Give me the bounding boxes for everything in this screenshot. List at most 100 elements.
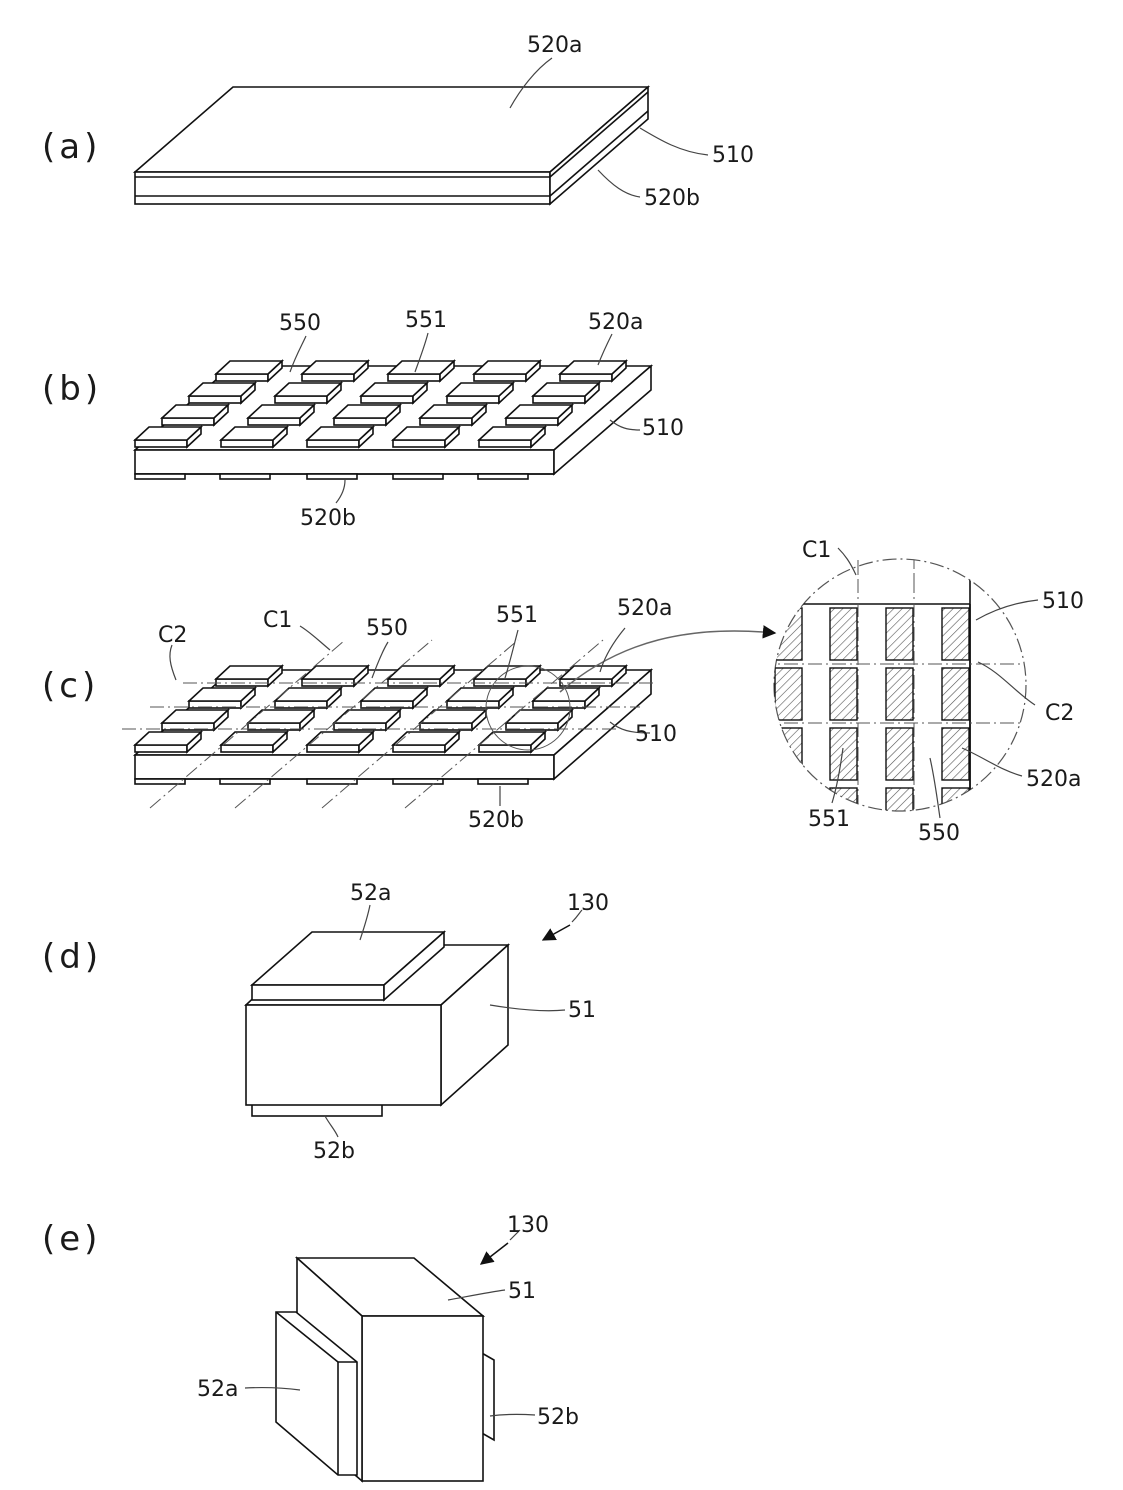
detail-electrode	[941, 727, 970, 781]
panel-d-label: (d)	[42, 937, 102, 977]
detail-electrode	[774, 787, 803, 811]
label-520b: 520b	[300, 506, 356, 531]
detail-view	[773, 558, 1027, 812]
panel-a: (a) 520a 510 520b	[42, 33, 754, 211]
top-electrode-pad	[417, 403, 489, 427]
chip-device-upright	[244, 930, 511, 1117]
label-510: 510	[712, 143, 754, 168]
panel-c-label: (c)	[42, 666, 99, 706]
top-electrode-pad	[299, 359, 371, 383]
detail-label-520a: 520a	[1026, 767, 1081, 792]
top-electrode-pad	[272, 381, 344, 405]
detail-electrode	[941, 607, 970, 661]
label-520b: 520b	[468, 808, 524, 833]
top-electrode-pad	[213, 359, 285, 383]
detail-label-c1: C1	[802, 538, 831, 563]
top-electrode-pad	[245, 708, 317, 732]
cutting-lines-c2	[122, 682, 655, 730]
laminated-sheet	[132, 85, 651, 206]
panel-d: (d) 52a 130 51 52b	[42, 881, 609, 1164]
core-side-face	[553, 364, 652, 476]
top-electrode-pad	[358, 381, 430, 405]
top-electrode-pad	[304, 425, 376, 449]
top-electrode-pad	[390, 425, 462, 449]
detail-label-550: 550	[918, 821, 960, 846]
label-551: 551	[405, 308, 447, 333]
detail-electrode	[941, 667, 970, 721]
detail-electrode	[829, 667, 858, 721]
cutting-lines-c1	[149, 639, 604, 809]
top-electrode-pad	[471, 359, 543, 383]
core-side-face	[553, 668, 652, 781]
top-electrode-pad	[272, 686, 344, 710]
label-551: 551	[496, 603, 538, 628]
top-electrode-pad	[132, 425, 204, 449]
label-520b: 520b	[644, 186, 700, 211]
label-130: 130	[567, 891, 609, 916]
detail-electrode	[885, 727, 914, 781]
top-electrode-pad	[390, 730, 462, 754]
top-electrode-pad	[186, 686, 258, 710]
label-51: 51	[508, 1279, 536, 1304]
chip-device-sideways	[275, 1256, 495, 1483]
label-520a: 520a	[527, 33, 582, 58]
label-51: 51	[568, 998, 596, 1023]
sheet-with-cutting-lines	[122, 639, 655, 809]
top-electrode-pad	[331, 403, 403, 427]
top-electrode-pad	[444, 686, 516, 710]
top-electrode-pad	[159, 708, 231, 732]
label-520a: 520a	[588, 310, 643, 335]
detail-electrode	[774, 667, 803, 721]
top-electrode-pad	[159, 403, 231, 427]
detail-arrow	[559, 625, 777, 693]
label-550: 550	[279, 311, 321, 336]
label-52b: 52b	[537, 1405, 579, 1430]
body-front-face	[245, 1004, 442, 1106]
label-52a: 52a	[197, 1377, 238, 1402]
top-electrode-pad	[245, 403, 317, 427]
panel-e: (e) 130 51 52a 52b	[42, 1213, 579, 1483]
label-510: 510	[642, 416, 684, 441]
detail-marker-circle	[485, 665, 571, 751]
top-electrode-pad	[530, 381, 602, 405]
detail-label-c2: C2	[1045, 701, 1074, 726]
top-electrode-pad	[385, 664, 457, 688]
detail-electrode	[885, 787, 914, 811]
device-pointer-arrow	[479, 1242, 509, 1265]
detail-electrode	[885, 607, 914, 661]
bottom-electrodes	[134, 473, 529, 480]
top-electrode-pad	[444, 381, 516, 405]
top-electrode-array	[132, 664, 629, 754]
top-electrode-pad	[218, 730, 290, 754]
label-52b: 52b	[313, 1139, 355, 1164]
label-52a: 52a	[350, 881, 391, 906]
body-front-face	[361, 1315, 484, 1482]
top-electrode-pad	[476, 425, 548, 449]
label-550: 550	[366, 616, 408, 641]
detail-label-510: 510	[1042, 589, 1084, 614]
label-c2: C2	[158, 623, 187, 648]
top-electrode-pad	[503, 403, 575, 427]
panel-b: (b) 550 551 520a 510 520b	[42, 308, 684, 531]
top-electrode-pad	[218, 425, 290, 449]
top-electrode-pad	[358, 686, 430, 710]
label-c1: C1	[263, 608, 292, 633]
top-electrode-pad	[503, 708, 575, 732]
bottom-electrodes	[134, 778, 529, 785]
top-electrode-front	[251, 984, 385, 1001]
detail-electrode	[829, 727, 858, 781]
label-520a: 520a	[617, 596, 672, 621]
top-electrode-pad	[385, 359, 457, 383]
core-front-face	[134, 449, 555, 475]
top-electrode-pad	[304, 730, 376, 754]
detail-electrode	[774, 607, 803, 661]
detail-label-551: 551	[808, 807, 850, 832]
sheet-with-electrode-array	[132, 359, 654, 480]
top-electrode-pad	[186, 381, 258, 405]
top-electrode-pad	[417, 708, 489, 732]
panel-e-label: (e)	[42, 1219, 101, 1259]
detail-electrode	[829, 607, 858, 661]
top-electrode-pad	[530, 686, 602, 710]
panel-a-label: (a)	[42, 127, 101, 167]
